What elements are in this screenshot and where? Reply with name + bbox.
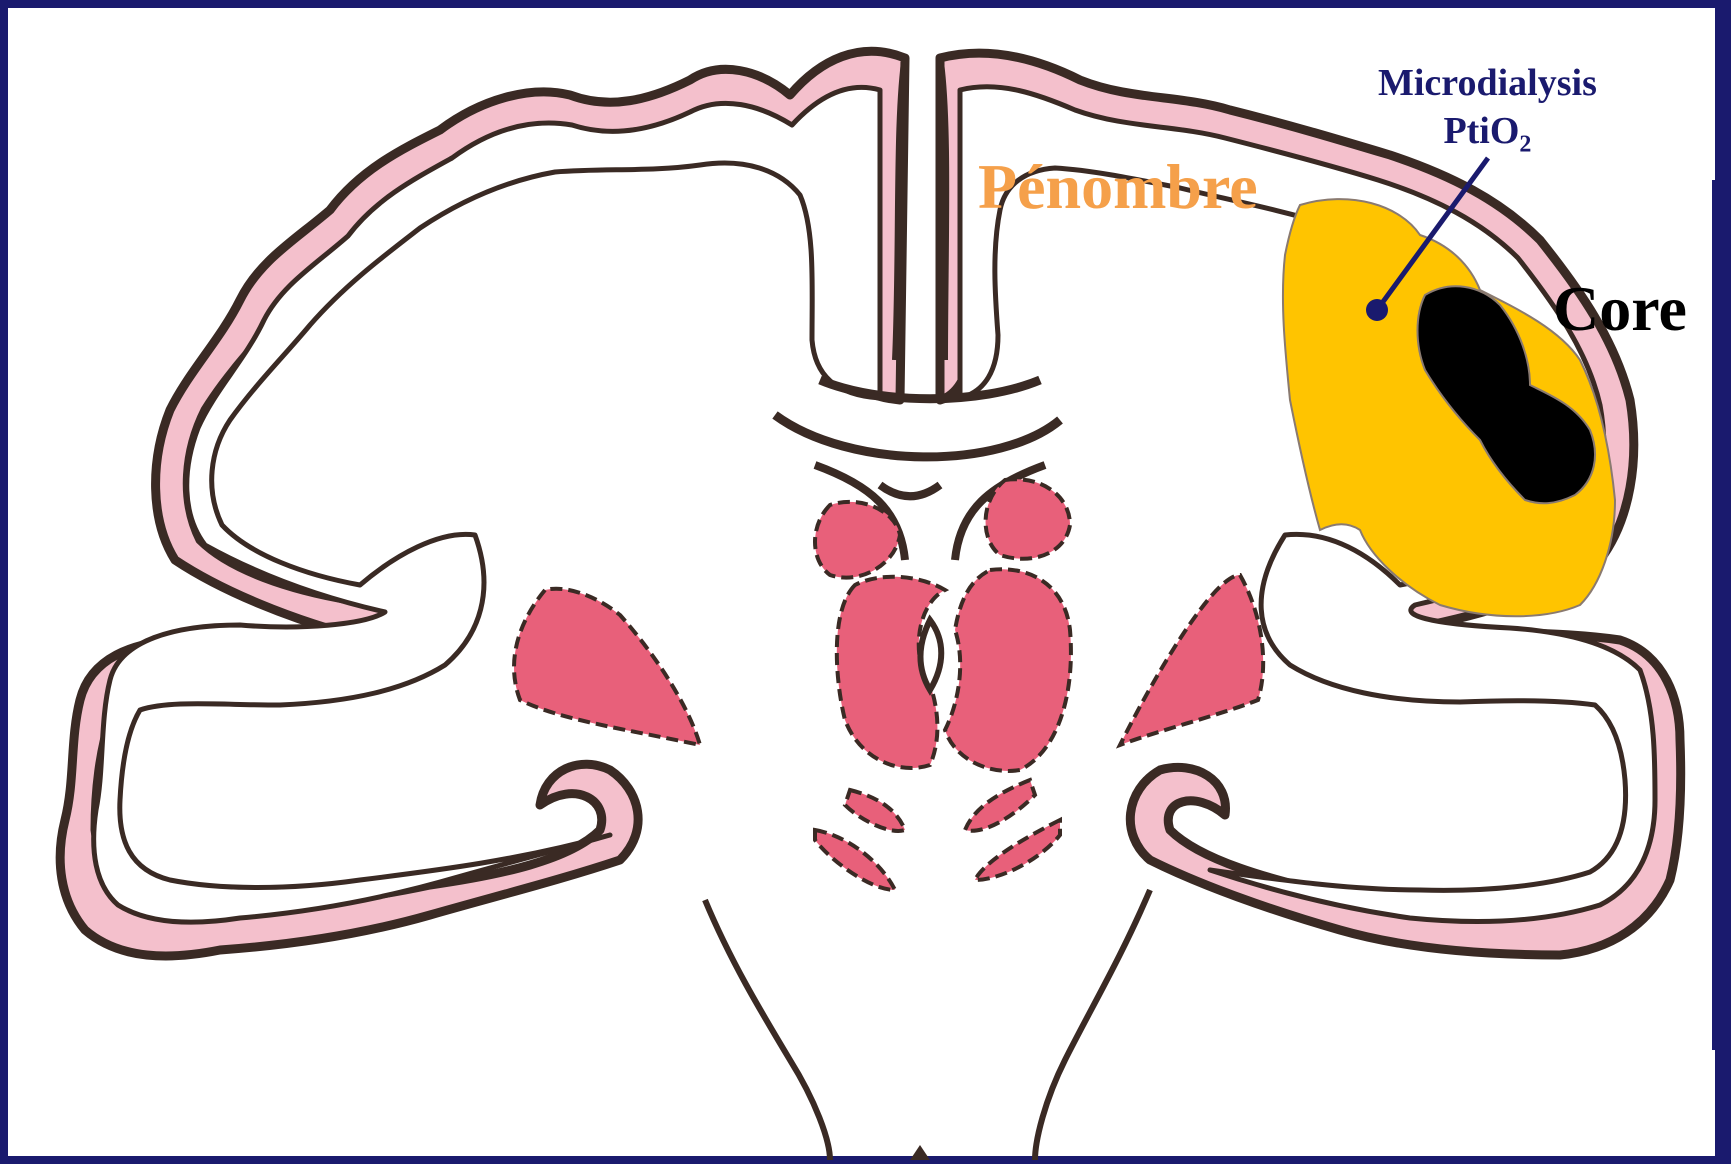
penumbra-label: Pénombre	[978, 150, 1258, 224]
probe-label-subscript: 2	[1519, 131, 1531, 157]
probe-label-line1: Microdialysis	[1378, 60, 1597, 108]
right-edge-bar	[1712, 180, 1731, 1050]
core-label: Core	[1553, 272, 1687, 346]
probe-label-ptio: PtiO	[1443, 110, 1519, 152]
probe-label: Microdialysis PtiO2	[1378, 60, 1597, 159]
right-thalamus	[945, 569, 1071, 771]
third-ventricle	[921, 620, 942, 690]
probe-label-line2: PtiO2	[1378, 108, 1597, 160]
probe-tip	[1366, 299, 1388, 321]
